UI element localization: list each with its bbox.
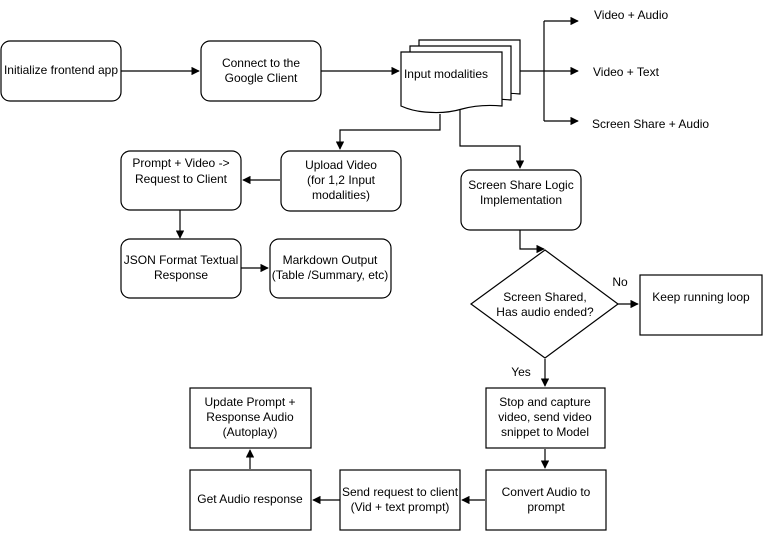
node-screen-logic-label-2: Implementation [480,193,562,207]
node-upload-label-2: (for 1,2 Input [307,173,376,187]
node-markdown-label-2: (Table /Summary, etc) [272,268,388,282]
node-get-audio-label: Get Audio response [197,492,303,506]
node-keep-running: Keep running loop [639,274,763,336]
node-json-label-2: Response [154,268,208,282]
node-send-label-2: (Vid + text prompt) [351,500,450,514]
edge-input-to-screen-logic [459,106,525,169]
node-convert-audio: Convert Audio to prompt [485,469,607,531]
node-prompt-video-label-1: Prompt + Video -> [132,156,229,170]
node-upload-label-1: Upload Video [305,158,377,172]
node-connect: Connect to the Google Client [200,40,322,102]
node-get-audio: Get Audio response [189,469,312,531]
node-send-label-1: Send request to client [342,485,459,499]
node-prompt-video-label-2: Request to Client [135,172,228,186]
node-update-label-1: Update Prompt + [204,395,295,409]
node-convert-label-2: prompt [527,500,565,514]
node-screen-logic: Screen Share Logic Implementation [460,169,582,231]
node-init: Initialize frontend app [0,40,122,102]
node-update-label-2: Response Audio [206,410,294,424]
node-json-label-1: JSON Format Textual [124,253,238,267]
node-input-label: Input modalities [404,67,488,81]
node-send-request: Send request to client (Vid + text promp… [339,469,461,531]
node-prompt-video: Prompt + Video -> Request to Client [120,150,242,211]
node-upload-video: Upload Video (for 1,2 Input modalities) [280,150,402,212]
node-decision-label-1: Screen Shared, [503,290,586,304]
node-markdown-label-1: Markdown Output [283,253,378,267]
node-stop-label-3: snippet to Model [501,425,589,439]
node-keep-running-label: Keep running loop [652,290,750,304]
node-upload-label-3: modalities) [312,188,370,202]
node-stop-label-1: Stop and capture [499,395,591,409]
node-stop-capture: Stop and capture video, send video snipp… [485,387,606,449]
node-connect-label-2: Google Client [225,71,298,85]
node-stop-label-2: video, send video [498,410,592,424]
branch-screen-audio: Screen Share + Audio [592,117,709,131]
node-json-format: JSON Format Textual Response [120,238,242,299]
node-init-label: Initialize frontend app [4,63,118,77]
node-markdown-output: Markdown Output (Table /Summary, etc) [269,238,392,299]
edge-input-to-upload [335,114,441,150]
branch-video-text: Video + Text [593,65,660,79]
node-decision-label-2: Has audio ended? [496,305,594,319]
branch-video-audio: Video + Audio [594,8,669,22]
edge-label-no: No [612,275,628,289]
edge-screen-logic-to-decision [519,230,545,254]
node-connect-label-1: Connect to the [222,56,300,70]
node-input-modalities: Input modalities [400,39,521,114]
node-update-prompt: Update Prompt + Response Audio (Autoplay… [189,387,312,449]
node-screen-logic-label-1: Screen Share Logic [468,178,573,192]
node-decision: Screen Shared, Has audio ended? [469,249,620,359]
node-convert-label-1: Convert Audio to [502,485,591,499]
edge-label-yes: Yes [511,365,531,379]
node-update-label-3: (Autoplay) [223,425,278,439]
